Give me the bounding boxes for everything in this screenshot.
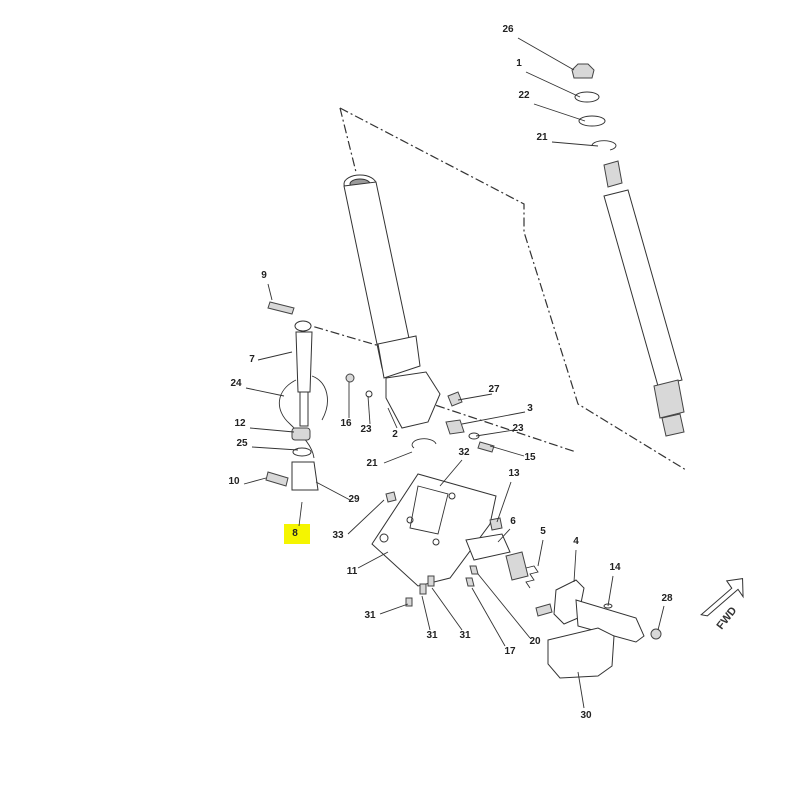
callout-c23b: 23 [512,423,524,434]
leader-c26 [517,37,575,71]
callout-c26: 26 [502,24,514,35]
callout-c7: 7 [249,354,255,365]
callout-c4: 4 [573,536,579,547]
callout-c31a: 31 [364,610,376,621]
leader-c11 [357,551,389,569]
callout-c32: 32 [458,447,470,458]
callout-c3: 3 [527,403,533,414]
callout-c29: 29 [348,494,360,505]
leader-c29 [315,481,351,501]
pedal-assembly [465,517,662,679]
callout-c2: 2 [392,429,398,440]
callout-c24: 24 [230,378,242,389]
callout-c31b: 31 [426,630,438,641]
leader-c8 [298,501,303,527]
callout-c13: 13 [508,468,520,479]
leader-c31b [421,595,431,631]
leader-c7 [257,351,293,361]
leader-c23b [475,429,515,437]
callout-c6: 6 [510,516,516,527]
callout-c10: 10 [228,476,240,487]
callout-c27: 27 [488,384,500,395]
callout-c11: 11 [347,566,358,577]
leader-c14 [607,575,614,607]
leader-c32 [439,459,463,487]
mount-plate [371,473,497,587]
callout-c28: 28 [661,593,673,604]
leader-c2 [387,407,398,429]
leader-c31c [431,587,463,631]
callout-c1: 1 [516,58,522,69]
leader-c25 [251,446,299,451]
alignment-lines [297,107,687,471]
leader-c20 [477,573,531,639]
callout-c25: 25 [236,438,248,449]
callout-c23a: 23 [360,424,372,435]
leader-c12 [249,427,295,433]
fwd-arrow-label: FWD [715,605,740,632]
gas-spring [265,301,328,491]
callout-c5: 5 [540,526,546,537]
leader-c21b [383,451,413,464]
leader-c15 [489,445,525,457]
leader-c17 [471,587,506,647]
callout-c15: 15 [524,452,536,463]
callout-c12: 12 [234,418,246,429]
leader-c21a [551,141,599,147]
leader-c10 [243,477,267,485]
leader-c22 [533,103,586,122]
callout-c33: 33 [332,530,344,541]
leader-c27 [457,393,493,401]
leader-c5 [537,539,544,567]
callout-c14: 14 [609,562,621,573]
highlight-marker [284,524,310,544]
callout-c22: 22 [518,90,530,101]
callout-c21a: 21 [536,132,548,143]
column-hardware [345,373,495,453]
leader-c24 [245,387,285,397]
callout-c21b: 21 [366,458,378,469]
callout-c20: 20 [529,636,541,647]
callout-c17: 17 [504,646,516,657]
leader-c28 [657,605,665,631]
callout-c9: 9 [261,270,267,281]
leader-c4 [573,549,577,583]
leader-c33 [347,499,385,535]
leader-c13 [496,481,512,523]
leader-c3 [461,411,526,425]
leader-c23a [367,395,371,425]
leader-c6 [497,528,511,543]
callout-c30: 30 [580,710,592,721]
leader-c1 [525,71,581,98]
leader-c9 [267,283,273,301]
leader-c31a [379,603,409,615]
callout-c16: 16 [340,418,352,429]
leader-lines [243,37,665,709]
column-tube [343,174,441,429]
callout-c31c: 31 [459,630,471,641]
steering-shaft-assembly [571,63,685,437]
leader-c30 [577,671,585,709]
callout-c8: 8 [292,528,298,539]
fwd-arrow-icon: FWD [700,578,744,632]
